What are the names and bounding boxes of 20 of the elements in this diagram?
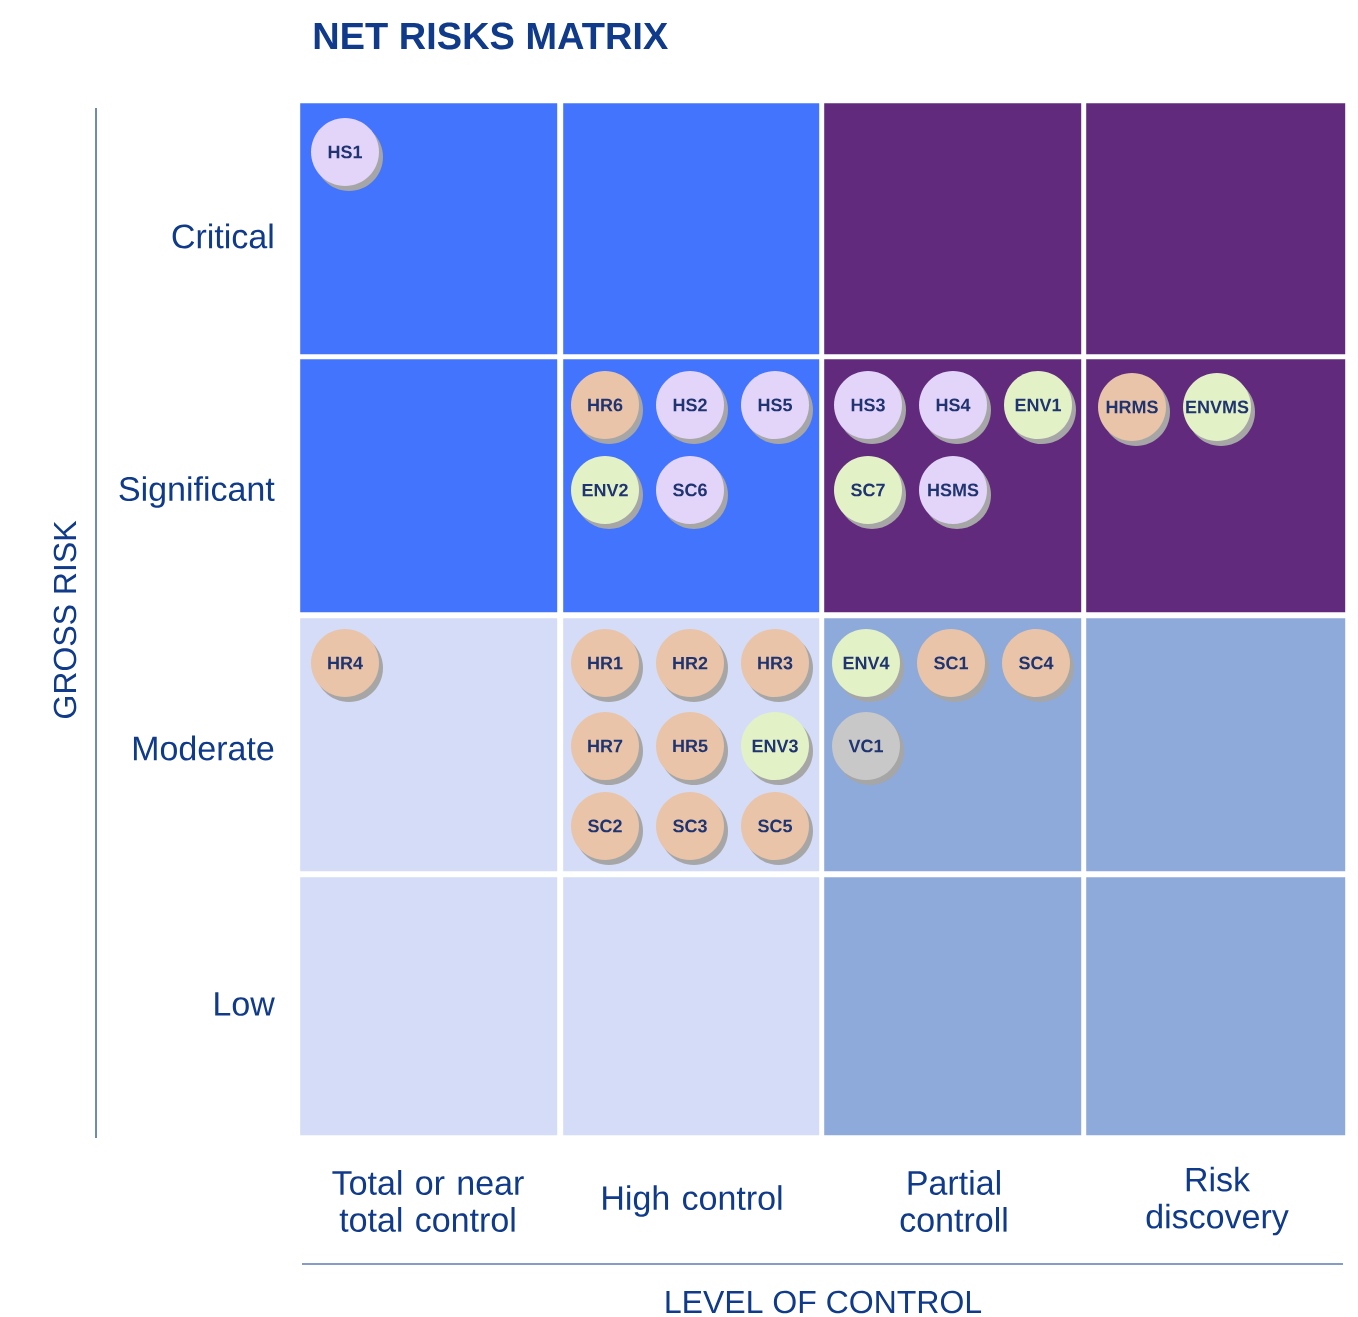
column-label: Risk discovery <box>1146 1166 1289 1236</box>
title: NET RISKS MATRIX <box>314 22 668 50</box>
matrix-cell <box>824 103 1082 355</box>
matrix-cell <box>824 877 1082 1136</box>
column-label: Total or near total control <box>332 1170 524 1232</box>
matrix-cell <box>1086 103 1346 355</box>
matrix-cell <box>1086 618 1346 872</box>
matrix-cell <box>563 103 820 355</box>
matrix-cell <box>300 103 558 355</box>
matrix-cell <box>300 877 558 1136</box>
column-label: High control <box>603 1185 782 1217</box>
matrix-cell <box>1086 877 1346 1136</box>
column-label: Partial controll <box>900 1170 1007 1232</box>
row-label: Moderate <box>133 735 274 761</box>
row-label: Critical <box>172 223 273 249</box>
matrix-cell <box>300 618 558 872</box>
axis-title: GROSS RISK <box>53 520 77 718</box>
axis-title: LEVEL OF CONTROL <box>666 1290 982 1314</box>
matrix-cell <box>300 359 558 613</box>
matrix-cell <box>563 877 820 1136</box>
